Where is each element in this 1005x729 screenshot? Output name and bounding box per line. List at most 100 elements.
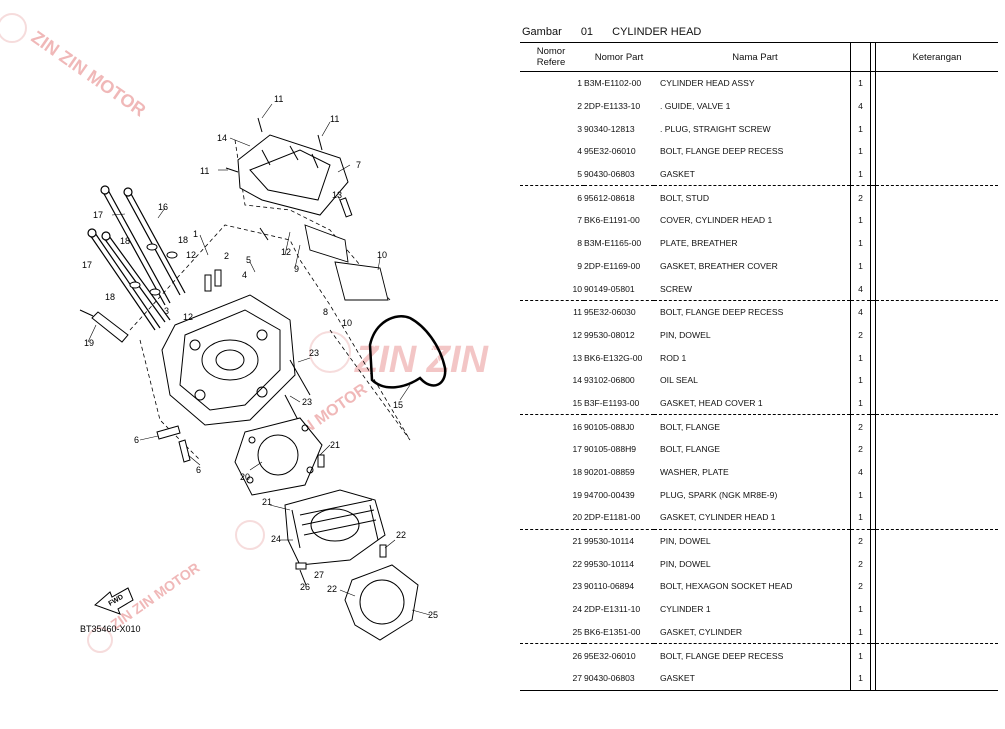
part-number-cell: BK6-E132G-00 xyxy=(584,352,643,363)
quantity-cell: 1 xyxy=(850,117,871,141)
spacer-cell xyxy=(870,620,876,645)
part-name-cell: BOLT, FLANGE DEEP RECESS xyxy=(660,146,784,157)
callout-label: 23 xyxy=(309,348,319,358)
ref-cell: 5 xyxy=(520,162,584,187)
figure-header: Gambar 01 CYLINDER HEAD xyxy=(522,26,717,38)
ref-cell: 14 xyxy=(572,375,582,386)
part-name-cell: . GUIDE, VALVE 1 xyxy=(660,101,731,112)
callout-label: 14 xyxy=(217,133,227,143)
part-number-cell: 95E32-06010 xyxy=(584,650,636,661)
part-name-cell: GASKET xyxy=(654,162,851,187)
quantity-cell: 1 xyxy=(850,597,871,621)
quantity-cell: 2 xyxy=(850,185,871,210)
part-number-cell: 90149-05801 xyxy=(584,277,654,301)
part-name-cell: GASKET xyxy=(654,666,851,691)
part-name-cell: PIN, DOWEL xyxy=(660,536,711,547)
callout-label: 8 xyxy=(323,307,328,317)
callout-label: 10 xyxy=(342,318,352,328)
remarks-cell xyxy=(875,300,998,324)
callout-label: 11 xyxy=(330,114,339,124)
remarks-cell xyxy=(875,71,998,95)
figure-code: BT35460-X010 xyxy=(80,624,141,634)
part-name-cell: GASKET, CYLINDER xyxy=(654,620,851,645)
callout-label: 11 xyxy=(274,94,283,104)
part-number-cell: 90340-12813 xyxy=(584,123,635,134)
callout-label: 12 xyxy=(186,250,196,260)
part-number-cell: 95E32-06030 xyxy=(584,307,636,318)
part-name-cell: PIN, DOWEL xyxy=(660,558,711,569)
callout-label: 23 xyxy=(302,397,312,407)
quantity-cell: 1 xyxy=(850,162,871,187)
remarks-cell xyxy=(875,117,998,141)
quantity-cell: 4 xyxy=(850,460,871,484)
remarks-cell xyxy=(875,391,998,416)
ref-cell: 8 xyxy=(577,238,582,249)
spacer-cell xyxy=(870,506,876,530)
part-name-cell: . PLUG, STRAIGHT SCREW xyxy=(660,123,771,134)
quantity-cell: 1 xyxy=(850,254,871,278)
quantity-cell: 1 xyxy=(850,483,871,507)
part-number-cell: 90110-06894 xyxy=(584,581,635,592)
remarks-cell xyxy=(875,483,998,507)
part-number-cell: 95E32-06010 xyxy=(584,146,636,157)
exploded-parts-diagram: ZIN ZIN MOTOR ZIN ZIN MOTOR ZIN ZIN MOTO… xyxy=(0,13,490,653)
quantity-cell: 1 xyxy=(850,506,871,530)
quantity-cell: 4 xyxy=(850,300,871,324)
callout-label: 17 xyxy=(82,260,92,270)
part-number-cell: 99530-08012 xyxy=(584,329,635,340)
diagram-drawing: ZIN ZIN MOTOR ZIN ZIN MOTOR ZIN ZIN MOTO… xyxy=(0,13,490,653)
quantity-cell: 1 xyxy=(850,209,871,232)
part-number-cell: BK6-E1191-00 xyxy=(584,215,640,226)
part-number-cell: 90430-06803 xyxy=(584,666,654,691)
callout-label: 1 xyxy=(193,229,198,239)
part-name-cell: GASKET, HEAD COVER 1 xyxy=(654,391,851,416)
quantity-cell: 1 xyxy=(850,346,871,369)
remarks-cell xyxy=(875,414,998,438)
col-header-part: Nomor Part xyxy=(584,42,654,72)
ref-cell: 22 xyxy=(572,558,582,569)
col-header-qty xyxy=(850,42,871,72)
section-title: CYLINDER HEAD xyxy=(612,26,702,38)
part-name-cell: BOLT, HEXAGON SOCKET HEAD xyxy=(660,581,793,592)
gambar-label: Gambar xyxy=(522,26,562,38)
ref-cell: 3 xyxy=(577,123,582,134)
part-number-cell: 94700-00439 xyxy=(584,489,635,500)
part-number-cell: 2DP-E1311-10 xyxy=(584,604,641,615)
ref-cell: 26 xyxy=(572,650,582,661)
fwd-arrow-icon xyxy=(94,587,134,615)
callout-label: 18 xyxy=(178,235,188,245)
spacer-cell xyxy=(870,666,876,691)
callout-label: 12 xyxy=(281,247,291,257)
callout-label: 10 xyxy=(377,250,387,260)
callout-labels: 11 11 14 7 11 13 12 17 16 18 18 12 1 2 5… xyxy=(82,94,438,620)
part-name-cell: ROD 1 xyxy=(660,352,687,363)
quantity-cell: 2 xyxy=(850,414,871,438)
part-name-cell: GASKET, BREATHER COVER xyxy=(660,260,778,271)
part-number-cell: 90430-06803 xyxy=(584,162,654,187)
callout-label: 20 xyxy=(240,472,250,482)
part-name-cell: GASKET, CYLINDER HEAD 1 xyxy=(654,506,851,530)
part-number-cell: 2DP-E1181-00 xyxy=(584,506,654,530)
callout-label: 11 xyxy=(200,166,209,176)
col-header-gap xyxy=(870,42,876,72)
callout-label: 22 xyxy=(327,584,337,594)
part-name-cell: SCREW xyxy=(654,277,851,301)
ref-cell: 13 xyxy=(572,352,582,363)
ref-cell: 6 xyxy=(577,192,582,203)
ref-cell: 27 xyxy=(520,666,584,691)
callout-label: 21 xyxy=(330,440,340,450)
quantity-cell: 1 xyxy=(850,620,871,645)
